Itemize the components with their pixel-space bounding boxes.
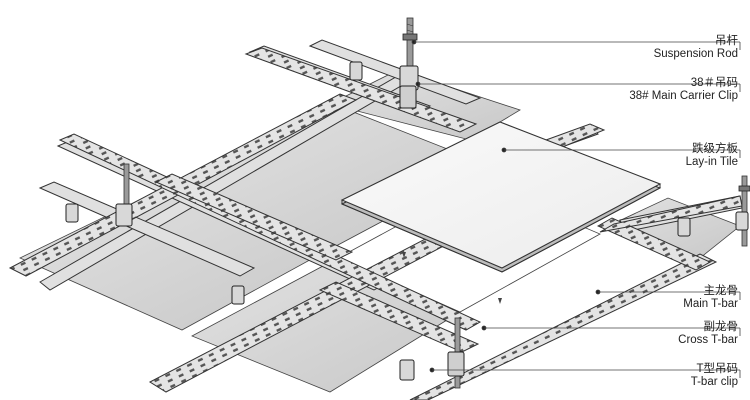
label-zh: 跌级方板 bbox=[692, 143, 738, 155]
label-en: Cross T-bar bbox=[678, 334, 738, 346]
cross-t-bar bbox=[596, 217, 712, 271]
clips bbox=[65, 61, 749, 381]
label-main-carrier-clip: 38＃吊码 38# Main Carrier Clip bbox=[629, 77, 738, 103]
cross-t-bar bbox=[599, 195, 743, 233]
suspension-rod bbox=[738, 175, 750, 247]
label-main-t-bar: 主龙骨 Main T-bar bbox=[683, 285, 738, 311]
main-carrier-clip bbox=[65, 203, 79, 223]
t-bar-clip bbox=[447, 351, 465, 377]
cross-t-bar bbox=[244, 47, 478, 133]
label-zh: 吊杆 bbox=[715, 35, 738, 47]
label-zh: 副龙骨 bbox=[703, 321, 739, 333]
label-zh: 主龙骨 bbox=[703, 285, 739, 297]
leader-lines bbox=[411, 39, 741, 378]
cross-t-bar bbox=[154, 173, 354, 261]
main-carrier-clip bbox=[115, 203, 133, 227]
t-bar-clip bbox=[399, 359, 415, 381]
label-en: Lay-in Tile bbox=[685, 156, 738, 168]
main-carrier-clip bbox=[735, 211, 749, 231]
lay-in-tile bbox=[340, 121, 662, 273]
main-t-bar bbox=[409, 253, 718, 400]
label-zh: T型吊码 bbox=[696, 363, 738, 375]
t-bar-grid bbox=[8, 47, 743, 400]
hook-marker bbox=[498, 298, 502, 304]
main-carrier-clip bbox=[349, 61, 363, 81]
label-en: T-bar clip bbox=[690, 376, 738, 388]
label-en: 38# Main Carrier Clip bbox=[629, 90, 738, 102]
label-lay-in-tile: 跌级方板 Lay-in Tile bbox=[686, 143, 738, 169]
label-t-bar-clip: T型吊码 T-bar clip bbox=[691, 363, 738, 389]
hook-marker bbox=[402, 252, 406, 258]
main-carrier-clip bbox=[677, 217, 691, 237]
label-suspension-rod: 吊杆 Suspension Rod bbox=[654, 35, 738, 61]
cross-t-bar bbox=[318, 281, 480, 353]
main-carrier-channel bbox=[38, 181, 256, 277]
label-cross-t-bar: 副龙骨 Cross T-bar bbox=[678, 321, 738, 347]
label-en: Main T-bar bbox=[683, 298, 738, 310]
main-carrier-clip bbox=[231, 285, 245, 305]
label-en: Suspension Rod bbox=[653, 48, 738, 60]
main-carrier-clip bbox=[399, 85, 417, 109]
label-zh: 38＃吊码 bbox=[690, 77, 738, 89]
